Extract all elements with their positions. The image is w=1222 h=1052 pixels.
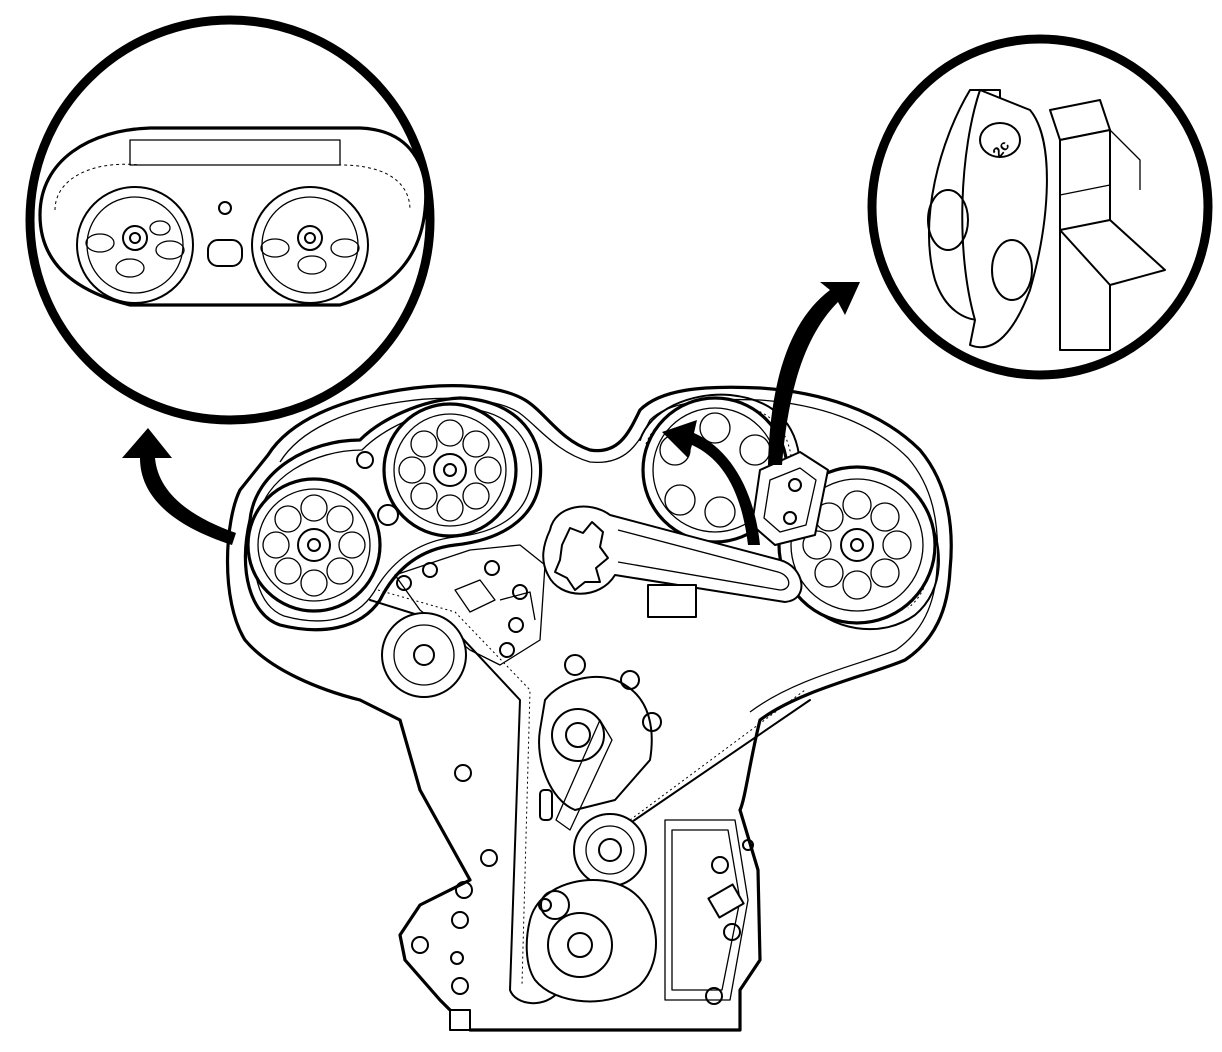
perimeter-bolts xyxy=(411,764,754,1031)
sprocket-holding-wrench xyxy=(542,505,803,618)
detail-lens-left xyxy=(25,15,435,425)
left-bank-timing-belt xyxy=(243,396,543,632)
crankshaft-sprocket xyxy=(525,879,657,1003)
water-pump-pulley xyxy=(573,813,647,887)
detail-lens-right: 2c xyxy=(867,34,1213,380)
left-cam-sprocket-upper xyxy=(382,402,518,538)
callout-arrow-right xyxy=(768,282,860,465)
belt-tensioner xyxy=(538,654,662,831)
oil-pump-housing xyxy=(664,819,749,1001)
left-cam-sprocket-lower xyxy=(246,477,382,613)
callout-arrow-left xyxy=(122,428,236,545)
idler-pulley-left xyxy=(381,612,467,698)
callout-arrow-center xyxy=(662,420,760,545)
